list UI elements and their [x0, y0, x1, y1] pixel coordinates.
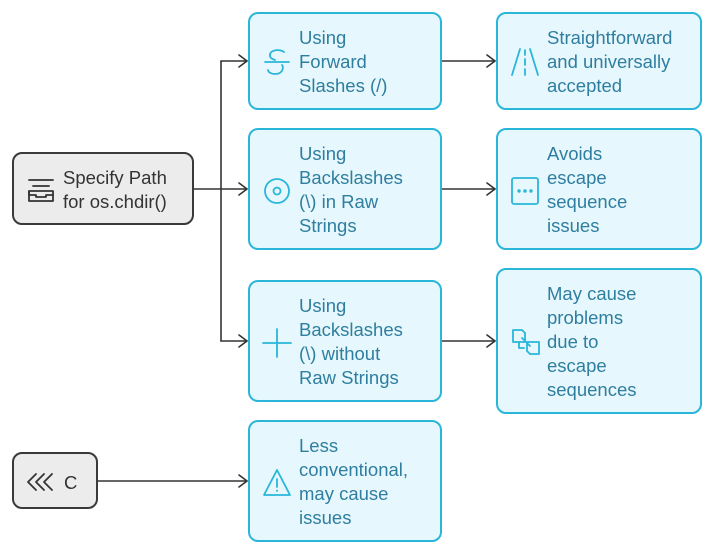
node-avoids-escape: Avoids escape sequence issues	[496, 128, 702, 250]
label-line: (\) without	[299, 343, 381, 364]
ellipsis-box-icon	[511, 177, 539, 205]
inbox-tray-icon	[28, 179, 54, 202]
node-without-raw: Using Backslashes (\) without Raw String…	[248, 280, 442, 402]
label-line: Specify Path	[63, 167, 167, 188]
arrowhead	[486, 54, 496, 68]
label-line: Using	[299, 143, 347, 164]
label-line: Using	[299, 295, 347, 316]
arrowhead	[486, 182, 496, 196]
label-line: sequences	[547, 379, 637, 400]
label-line: May cause	[547, 283, 637, 304]
node-label: May cause problems due to escape sequenc…	[547, 282, 636, 402]
arrowhead	[238, 474, 248, 488]
label-line: sequence	[547, 191, 628, 212]
label-line: Backslashes	[299, 167, 403, 188]
arrowhead	[238, 54, 248, 68]
node-label: Using Backslashes (\) without Raw String…	[299, 294, 403, 390]
label-line: due to	[547, 331, 599, 352]
label-line: Forward	[299, 51, 367, 72]
label-line: Straightforward	[547, 27, 673, 48]
label-line: escape	[547, 167, 607, 188]
label-line: for os.chdir()	[63, 191, 167, 212]
node-label: C	[64, 471, 77, 495]
arrowhead	[238, 182, 248, 196]
node-label: Using Backslashes (\) in Raw Strings	[299, 142, 403, 238]
label-line: conventional,	[299, 459, 409, 480]
label-line: Strings	[299, 215, 357, 236]
label-line: problems	[547, 307, 624, 328]
arrowhead	[238, 334, 248, 348]
strikethrough-s-icon	[264, 49, 290, 75]
label-line: Backslashes	[299, 319, 403, 340]
node-label: Using Forward Slashes (/)	[299, 26, 387, 98]
node-c: C	[12, 452, 98, 509]
node-raw-strings: Using Backslashes (\) in Raw Strings	[248, 128, 442, 250]
label-line: accepted	[547, 75, 623, 96]
warning-triangle-icon	[263, 469, 291, 496]
label-line: and universally	[547, 51, 671, 72]
label-line: Raw Strings	[299, 367, 399, 388]
node-label: Specify Path for os.chdir()	[63, 166, 167, 214]
node-may-cause-problems: May cause problems due to escape sequenc…	[496, 268, 702, 414]
double-chevron-left-icon	[27, 473, 53, 491]
label-line: C	[64, 472, 78, 493]
broken-link-icon	[512, 329, 540, 355]
plus-icon	[262, 328, 292, 358]
node-less-conventional: Less conventional, may cause issues	[248, 420, 442, 542]
label-line: escape	[547, 355, 607, 376]
node-universally-accepted: Straightforward and universally accepted	[496, 12, 702, 110]
label-line: issues	[299, 507, 352, 528]
node-label: Avoids escape sequence issues	[547, 142, 627, 238]
target-circle-icon	[264, 178, 290, 204]
label-line: Avoids	[547, 143, 603, 164]
label-line: issues	[547, 215, 600, 236]
node-specify-path: Specify Path for os.chdir()	[12, 152, 194, 225]
label-line: (\) in Raw	[299, 191, 379, 212]
label-line: may cause	[299, 483, 389, 504]
node-forward-slashes: Using Forward Slashes (/)	[248, 12, 442, 110]
label-line: Using	[299, 27, 347, 48]
label-line: Slashes (/)	[299, 75, 388, 96]
label-line: Less	[299, 435, 339, 456]
road-icon	[511, 48, 539, 76]
node-label: Less conventional, may cause issues	[299, 434, 408, 530]
node-label: Straightforward and universally accepted	[547, 26, 672, 98]
arrowhead	[486, 334, 496, 348]
